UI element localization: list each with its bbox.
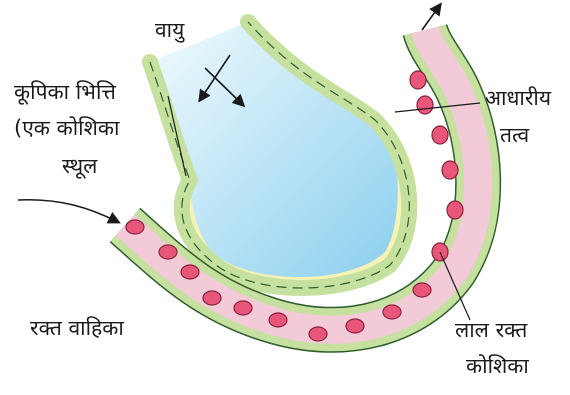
label-alveolus-wall-3: स्थूल [62, 156, 97, 177]
blood-out-arrow [422, 5, 440, 30]
rbc [346, 319, 364, 333]
rbc [126, 220, 144, 234]
label-alveolus-wall-2: (एक कोशिका [14, 118, 119, 139]
rbc [447, 201, 463, 219]
label-red-blood-cell-2: कोशिका [466, 356, 529, 377]
label-basal-material: आधारीय [485, 88, 551, 109]
label-basal-material-2: तत्व [500, 125, 529, 146]
label-red-blood-cell: लाल रक्त [455, 320, 527, 341]
blood-in-arrow [18, 200, 118, 222]
rbc [181, 265, 199, 279]
rbc [309, 327, 327, 341]
rbc [159, 245, 177, 259]
label-alveolus-wall: कूपिका भित्ति [14, 82, 116, 103]
rbc [432, 126, 448, 144]
rbc [442, 161, 458, 179]
rbc [417, 96, 433, 114]
rbc [234, 301, 252, 315]
rbc [383, 305, 401, 319]
label-air: वायु [155, 20, 184, 41]
rbc [269, 313, 287, 327]
rbc [203, 291, 221, 305]
rbc [410, 71, 426, 89]
label-blood-vessel: रक्त वाहिका [30, 318, 124, 339]
rbc [413, 283, 431, 297]
